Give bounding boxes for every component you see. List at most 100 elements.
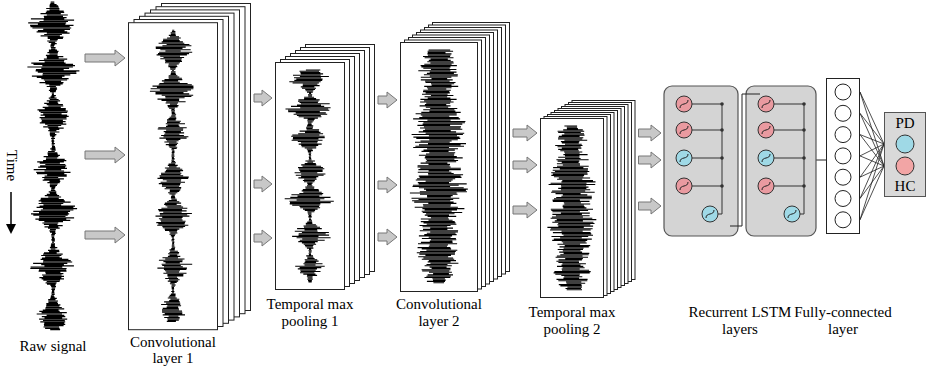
lstm-gate	[676, 122, 692, 138]
lstm-wire	[774, 104, 804, 105]
waveform	[150, 30, 194, 321]
block-arrow	[513, 125, 537, 141]
gate-symbol	[762, 100, 770, 108]
output-neuron	[896, 157, 914, 175]
neuron	[835, 148, 851, 164]
lstm-gate	[676, 178, 692, 194]
node-art	[24, 2, 82, 330]
conv-layer-stack: Convolutional layer 1	[128, 3, 251, 330]
lstm-wire	[692, 130, 722, 131]
raw-signal: Raw signal	[24, 2, 82, 330]
connection-line	[860, 92, 884, 144]
time-arrow-line	[10, 192, 12, 226]
gate-symbol	[762, 126, 770, 134]
gate-symbol	[680, 154, 688, 162]
flow-arrow	[378, 92, 397, 245]
lstm-junction	[802, 128, 806, 132]
waveform	[285, 70, 334, 282]
lstm-junction	[802, 102, 806, 106]
axis-label: Time	[3, 150, 20, 181]
neuron	[835, 169, 851, 185]
gate-symbol	[680, 100, 688, 108]
gate-symbol	[680, 126, 688, 134]
block-arrow	[254, 230, 272, 246]
layer-caption: Temporal max pooling 1	[260, 296, 360, 329]
flow-arrow	[254, 90, 272, 246]
class-label: HC	[885, 178, 925, 195]
block-arrow	[85, 50, 125, 66]
lstm-wire	[692, 104, 722, 105]
block-arrow	[378, 229, 397, 245]
gate-symbol	[762, 154, 770, 162]
connection-line	[860, 113, 884, 166]
lstm-layers: Recurrent LSTM layers	[664, 86, 816, 236]
neuron	[835, 127, 851, 143]
gate-symbol	[788, 210, 796, 218]
node-art	[275, 44, 375, 290]
node-art	[128, 3, 251, 330]
lstm-junction	[802, 184, 806, 188]
waveform	[547, 126, 596, 290]
lstm-wire	[774, 158, 804, 159]
flow-arrow	[85, 50, 125, 243]
pooling-layer-stack: Temporal max pooling 2	[540, 100, 636, 298]
connection-line	[860, 144, 884, 199]
flow-arrow	[639, 125, 662, 214]
lstm-gate	[758, 178, 774, 194]
lstm-gate	[758, 150, 774, 166]
waveform	[410, 50, 468, 283]
lstm-gate	[676, 96, 692, 112]
block-arrow	[639, 125, 662, 141]
block-arrow	[513, 202, 537, 218]
conv-layer-stack: Convolutional layer 2	[400, 22, 510, 292]
block-arrow	[513, 157, 537, 173]
neuron	[835, 105, 851, 121]
lstm-wire	[692, 158, 722, 159]
layer-caption: Convolutional layer 1	[121, 334, 225, 367]
block-arrow	[378, 177, 397, 193]
block-arrow	[639, 152, 662, 168]
lstm-junction	[720, 128, 724, 132]
lstm-wire	[692, 186, 722, 187]
lstm-junction	[720, 102, 724, 106]
lstm-gate	[758, 122, 774, 138]
feature-map	[129, 22, 218, 329]
block-arrow	[378, 92, 397, 108]
layer-caption: Convolutional layer 2	[387, 296, 491, 329]
output-box: PD HC	[884, 112, 926, 197]
lstm-box	[664, 86, 738, 236]
lstm-junction	[720, 184, 724, 188]
connection-lines	[860, 92, 884, 220]
neuron	[835, 212, 851, 228]
block-arrow	[85, 227, 125, 243]
recurrent-link	[730, 94, 760, 226]
gate-symbol	[680, 182, 688, 190]
pooling-layer-stack: Temporal max pooling 1	[275, 44, 375, 290]
block-arrow	[85, 147, 125, 163]
lstm-gate	[784, 206, 800, 222]
connection-line	[860, 135, 884, 166]
lstm-gate	[702, 206, 718, 222]
time-arrow-head	[6, 224, 16, 234]
layer-caption: Recurrent LSTM layers	[688, 304, 792, 337]
class-label: PD	[885, 115, 925, 132]
fully-connected-layer: Fully-connected layer	[826, 78, 860, 234]
lstm-box	[746, 86, 816, 236]
neuron	[835, 191, 851, 207]
lstm-wire	[774, 130, 804, 131]
lstm-gate	[758, 96, 774, 112]
node-art	[540, 100, 636, 298]
gate-symbol	[762, 182, 770, 190]
lstm-gate	[676, 150, 692, 166]
connection-lines	[816, 160, 826, 161]
connection-line	[860, 144, 884, 220]
feature-map	[401, 43, 478, 292]
connection-line	[816, 160, 826, 161]
layer-caption: Temporal max pooling 2	[522, 304, 622, 337]
block-arrow	[254, 90, 272, 106]
layer-caption: Raw signal	[8, 338, 98, 355]
flow-arrow	[513, 125, 537, 218]
node-art	[826, 78, 860, 234]
node-art	[664, 86, 816, 236]
